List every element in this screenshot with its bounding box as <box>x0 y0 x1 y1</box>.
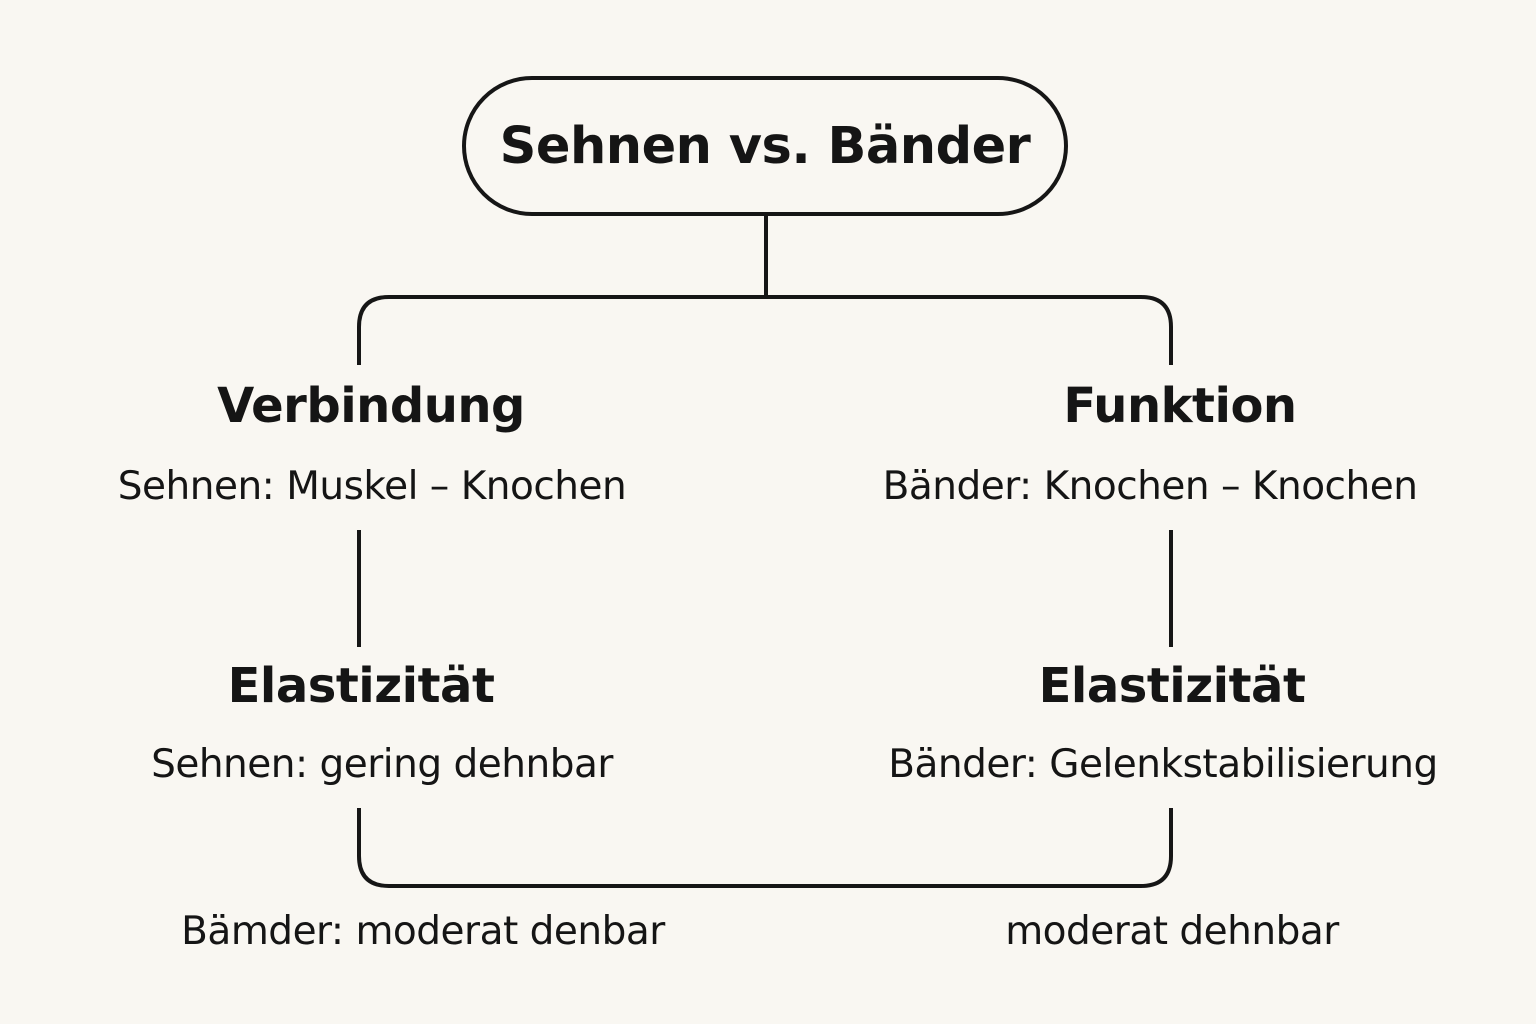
right-heading-function: Funktion <box>1063 378 1297 434</box>
title-node: Sehnen vs. Bänder <box>462 76 1068 216</box>
top-branch-line <box>357 295 1173 365</box>
right-footer-text: moderat dehnbar <box>1005 909 1339 954</box>
left-footer-text: Bämder: moderat denbar <box>181 909 665 954</box>
left-detail-connection: Sehnen: Muskel – Knochen <box>117 464 627 509</box>
left-heading-elasticity: Elastizität <box>227 658 495 714</box>
bottom-branch-line <box>357 808 1173 888</box>
left-detail-elasticity: Sehnen: gering dehnbar <box>151 742 613 787</box>
right-detail-stabilization: Bänder: Gelenkstabilisierung <box>888 742 1438 787</box>
left-heading-verbindung: Verbindung <box>217 378 525 434</box>
diagram-title: Sehnen vs. Bänder <box>499 116 1031 176</box>
right-detail-connection: Bänder: Knochen – Knochen <box>882 464 1418 509</box>
right-heading-elasticity: Elastizität <box>1038 658 1306 714</box>
